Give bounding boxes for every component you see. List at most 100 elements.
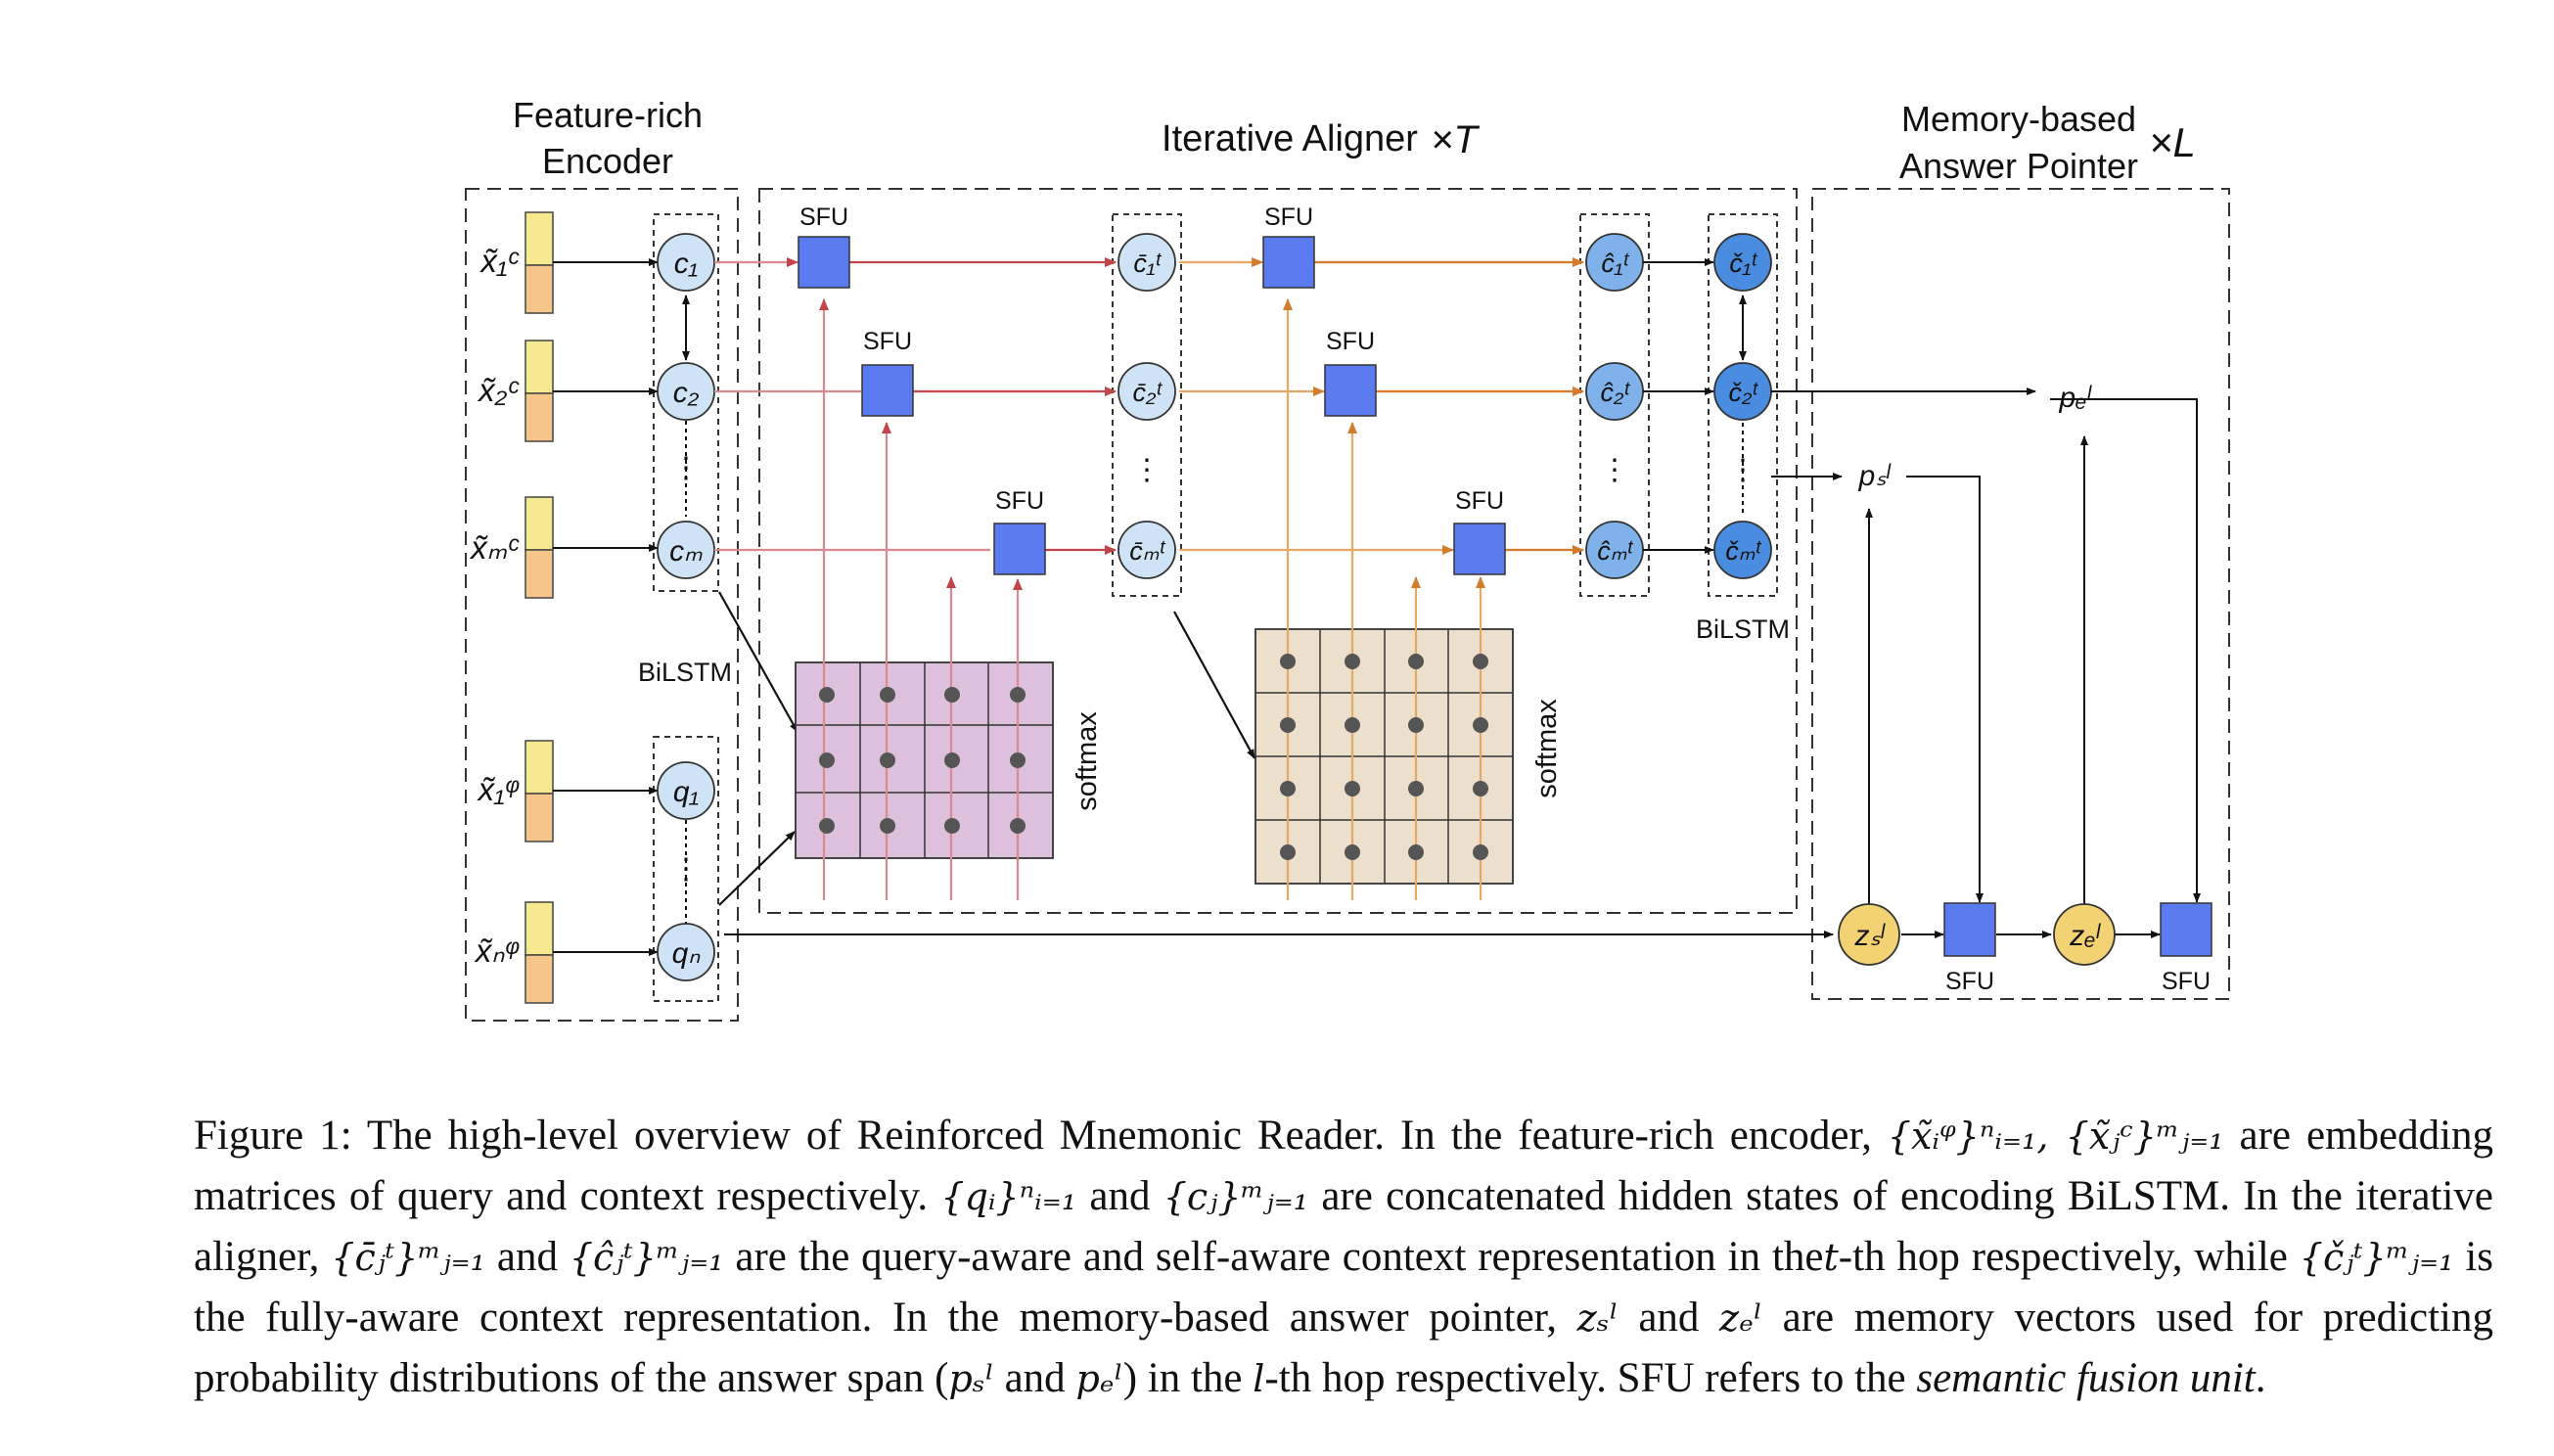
caption-text-3: and [1089, 1173, 1151, 1219]
self-aligned-column [1579, 213, 1650, 597]
svg-text:Memory-based: Memory-based [1901, 99, 2136, 139]
node-c1: c₁ [674, 248, 698, 280]
caption-text-12: ) in the [1122, 1355, 1243, 1401]
sfu-units-pointer [1943, 902, 2212, 957]
caption-text-8: is the fully-aware context representatio… [194, 1234, 2494, 1341]
caption-text-13: -th hop respectively. SFU refers to the [1264, 1355, 1906, 1401]
caption-text-10: are memory vectors used for predicting p… [194, 1295, 2494, 1401]
input-arrows [553, 258, 659, 956]
node-c2: c₂ [673, 377, 700, 409]
svg-text:SFU: SFU [2162, 968, 2211, 995]
bilstm-label-encoder: BiLSTM [638, 658, 732, 687]
svg-text:x̃₁ᶜ: x̃₁ᶜ [479, 243, 520, 279]
aligner-title: Iterative Aligner [1162, 118, 1418, 159]
svg-text:SFU: SFU [1945, 968, 1994, 995]
caption-text-sfu: semantic fusion unit [1916, 1355, 2256, 1401]
svg-text:Answer Pointer: Answer Pointer [1899, 146, 2138, 186]
aligned-ellipsis: ⋮ [1132, 454, 1162, 486]
caption-math-ccheck: {čⱼᵗ}ᵐⱼ₌₁ [2299, 1236, 2454, 1279]
caption-text-4: are concatenated hidden states of encodi… [194, 1173, 2494, 1280]
model-architecture-diagram: Feature-rich Encoder Iterative Aligner ×… [465, 95, 2230, 1022]
caption-math-chat: {ĉⱼᵗ}ᵐⱼ₌₁ [569, 1236, 724, 1279]
node-cbar-1: c̄₁ᵗ [1133, 249, 1162, 278]
fully-aware-ellipsis: ⋮ [1728, 454, 1757, 486]
node-cm: cₘ [669, 535, 703, 568]
caption-figure-label: Figure 1: [194, 1113, 352, 1159]
sfu-units-aligner [798, 236, 1506, 575]
pointer-region [1811, 188, 2230, 1000]
caption-text-1: The high-level overview of Reinforced Mn… [366, 1113, 1872, 1159]
fully-aware-column [1708, 213, 1778, 597]
node-ccheck-m: čₘᵗ [1725, 536, 1761, 566]
pointer-title: Memory-based Answer Pointer [1899, 99, 2138, 186]
attention-matrix-2 [1254, 628, 1514, 885]
context-input-bars [524, 211, 554, 599]
query-ellipsis: ⋮ [671, 853, 701, 886]
svg-text:SFU: SFU [1326, 328, 1375, 355]
matrix-2-dots [1280, 654, 1488, 860]
node-zs: zₛˡ [1854, 920, 1887, 952]
svg-text:SFU: SFU [799, 204, 848, 231]
flow-lines-1b [849, 257, 1117, 555]
svg-text:SFU: SFU [1264, 204, 1313, 231]
flow-lines-2 [1179, 257, 1454, 555]
node-qn: qₙ [672, 937, 702, 970]
encoder-ellipsis: ⋮ [671, 452, 701, 484]
svg-text:SFU: SFU [863, 328, 912, 355]
node-q1: q₁ [673, 776, 699, 808]
svg-text:Encoder: Encoder [542, 141, 673, 181]
softmax-label-1: softmax [1072, 711, 1103, 811]
fully-aware-nodes [1713, 233, 1772, 579]
output-pe: pₑˡ [2058, 382, 2092, 414]
aligned-nodes [1117, 233, 1176, 579]
output-ps: pₛˡ [1858, 460, 1893, 492]
sfu-labels-pointer: SFU SFU [1945, 968, 2211, 995]
query-input-bars [524, 740, 554, 1004]
caption-math-embeddings: {x̃ᵢᵠ}ⁿᵢ₌₁, {x̃ⱼᶜ}ᵐⱼ₌₁ [1887, 1115, 2224, 1158]
caption-math-cbar: {c̄ⱼᵗ}ᵐⱼ₌₁ [331, 1236, 485, 1279]
caption-math-ps: pₛˡ [948, 1357, 994, 1400]
node-chat-m: ĉₘᵗ [1597, 536, 1633, 566]
node-chat-1: ĉ₁ᵗ [1601, 249, 1629, 278]
caption-text-2: are embedding matrices of query and cont… [194, 1113, 2494, 1219]
svg-text:SFU: SFU [1455, 487, 1504, 515]
caption-math-c: {cⱼ}ᵐⱼ₌₁ [1163, 1175, 1309, 1218]
flow-lines-1 [714, 257, 990, 552]
caption-text-6: are the query-aware and self-aware conte… [735, 1234, 1824, 1280]
caption-math-pe: pₑˡ [1075, 1357, 1123, 1400]
caption-text-5: and [496, 1234, 558, 1280]
figure-caption: Figure 1: The high-level overview of Rei… [194, 1106, 2493, 1409]
node-cbar-m: c̄ₘᵗ [1129, 536, 1165, 566]
caption-math-q: {qᵢ}ⁿᵢ₌₁ [940, 1175, 1077, 1218]
pointer-memory-nodes [1838, 903, 2116, 966]
self-aligned-ellipsis: ⋮ [1600, 454, 1629, 486]
encoder-title: Feature-rich Encoder [513, 95, 703, 181]
matrix-1-dots [819, 687, 1026, 834]
pointer-mult: ×L [2149, 119, 2196, 165]
flow-lines-2b [1314, 257, 1584, 555]
sfu-labels-aligner: SFU SFU SFU SFU SFU SFU [799, 204, 1504, 515]
aligner-mult: ×T [1431, 118, 1480, 161]
svg-text:x̃ₙᵠ: x̃ₙᵠ [474, 933, 520, 969]
aligned-column [1112, 213, 1182, 597]
caption-math-zs: zₛˡ [1576, 1297, 1619, 1340]
node-ccheck-2: č₂ᵗ [1728, 378, 1758, 407]
caption-text-end: . [2255, 1355, 2266, 1401]
node-ze: zₑˡ [2069, 920, 2102, 952]
encoder-to-matrix-arrows [718, 591, 1255, 906]
caption-math-l: l [1253, 1357, 1265, 1400]
node-chat-2: ĉ₂ᵗ [1600, 378, 1630, 407]
node-cbar-2: c̄₂ᵗ [1132, 378, 1163, 407]
caption-math-ze: zₑˡ [1719, 1297, 1763, 1340]
context-bilstm-column [653, 213, 719, 592]
encoder-region [465, 188, 739, 1022]
softmax-label-2: softmax [1531, 699, 1563, 798]
query-encoder-nodes [657, 761, 715, 981]
caption-math-t: t [1823, 1236, 1839, 1279]
bilstm-label-aligner: BiLSTM [1696, 614, 1790, 644]
svg-text:SFU: SFU [995, 487, 1044, 515]
svg-text:x̃₂ᶜ: x̃₂ᶜ [477, 372, 520, 408]
input-labels: x̃₁ᶜ x̃₂ᶜ x̃ₘᶜ x̃₁ᵠ x̃ₙᵠ [469, 243, 520, 969]
node-ccheck-1: č₁ᵗ [1729, 249, 1757, 278]
caption-text-9: and [1638, 1295, 1700, 1341]
